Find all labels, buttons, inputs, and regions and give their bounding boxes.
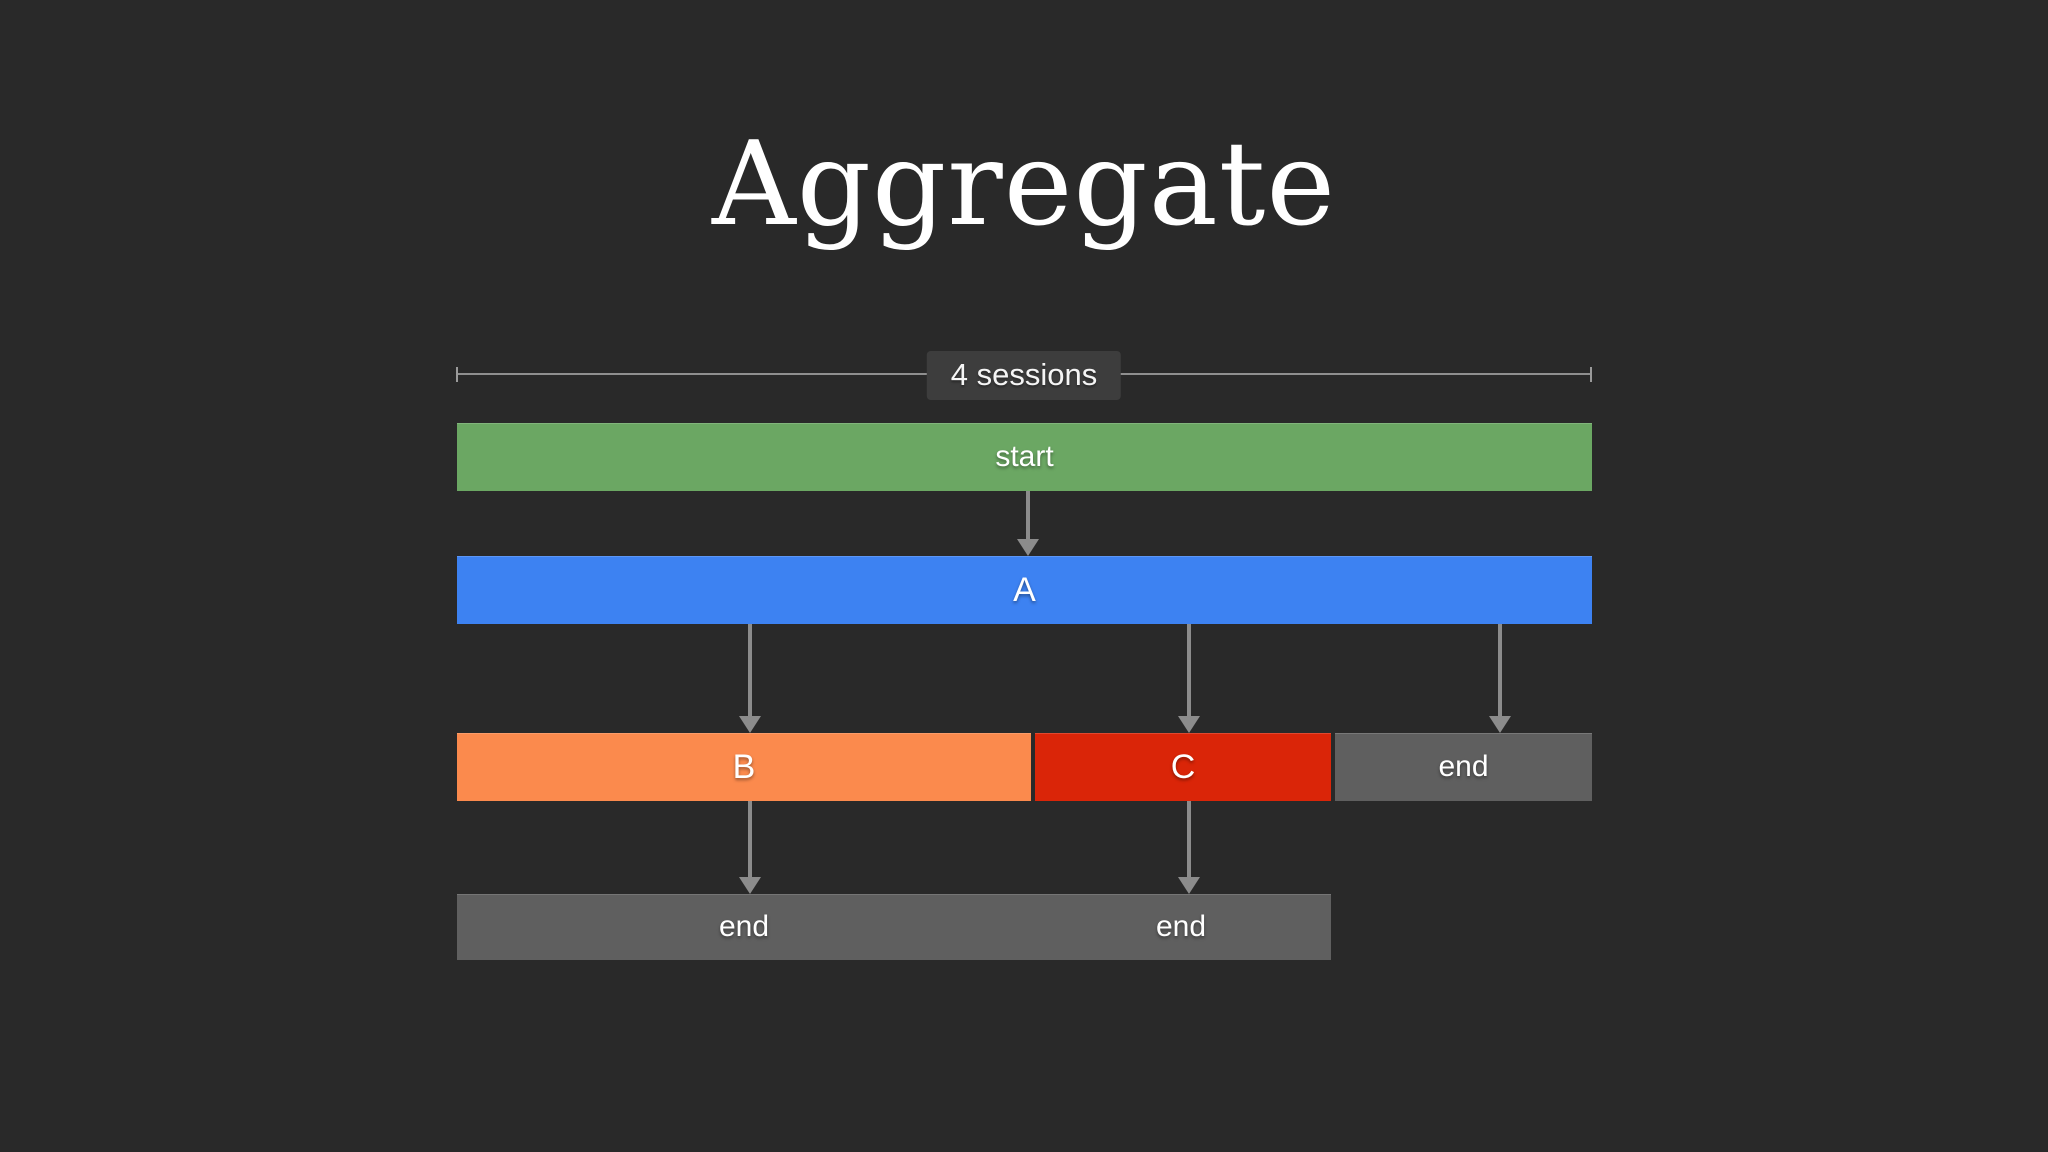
arrow-a-to-c [1178,624,1200,733]
page-title: Aggregate [711,117,1337,252]
dimension-tick-left [456,367,458,382]
arrow-shaft [1026,491,1030,539]
arrow-shaft [1187,801,1191,877]
arrow-a-to-end [1489,624,1511,733]
arrow-head-icon [739,716,761,733]
bar-a: A [457,556,1592,624]
arrow-shaft [1498,624,1502,716]
dimension-tick-right [1590,367,1592,382]
arrow-shaft [748,801,752,877]
bar-end-after-a: end [1335,733,1592,801]
end-after-b-label: end [718,910,770,943]
bar-b: B [457,733,1031,801]
arrow-c-to-end [1178,801,1200,894]
bar-c: C [1035,733,1331,801]
arrow-a-to-b [739,624,761,733]
arrow-head-icon [1489,716,1511,733]
arrow-head-icon [1017,539,1039,556]
arrow-b-to-end [739,801,761,894]
bar-start: start [457,423,1592,491]
arrow-start-to-a [1017,491,1039,556]
arrow-head-icon [739,877,761,894]
bar-end-bottom: end end [457,894,1331,960]
dimension-label: 4 sessions [926,351,1122,400]
arrow-shaft [1187,624,1191,716]
arrow-shaft [748,624,752,716]
arrow-head-icon [1178,877,1200,894]
end-after-c-label: end [1155,910,1207,943]
arrow-head-icon [1178,716,1200,733]
